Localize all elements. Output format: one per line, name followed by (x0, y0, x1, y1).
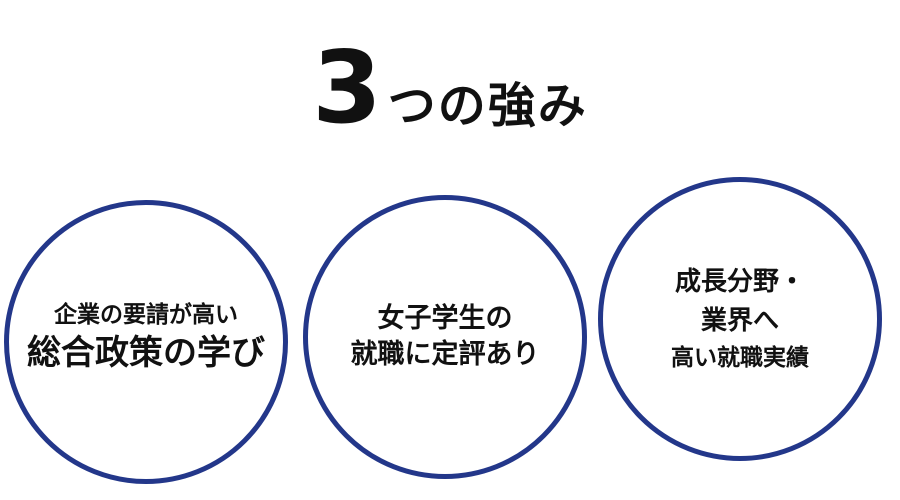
strength-circle-1: 企業の要請が高い 総合政策の学び (4, 200, 288, 484)
strength-2-line-1: 女子学生の (377, 302, 513, 334)
title-number: 3 (312, 29, 384, 146)
strength-3-line-3: 高い就職実績 (671, 344, 809, 371)
strength-1-line-1: 企業の要請が高い (54, 301, 238, 328)
strength-3-line-1: 成長分野・ (674, 266, 805, 297)
strength-2-line-2: 就職に定評あり (350, 339, 540, 370)
strength-circle-3: 成長分野・ 業界へ 高い就職実績 (598, 177, 882, 461)
page-title: 3 つの強み (0, 38, 900, 148)
strength-circle-2: 女子学生の 就職に定評あり (303, 195, 587, 479)
strength-3-line-2: 業界へ (700, 305, 779, 336)
strength-1-line-2: 総合政策の学び (27, 332, 265, 373)
title-text: つの強み (387, 78, 588, 134)
